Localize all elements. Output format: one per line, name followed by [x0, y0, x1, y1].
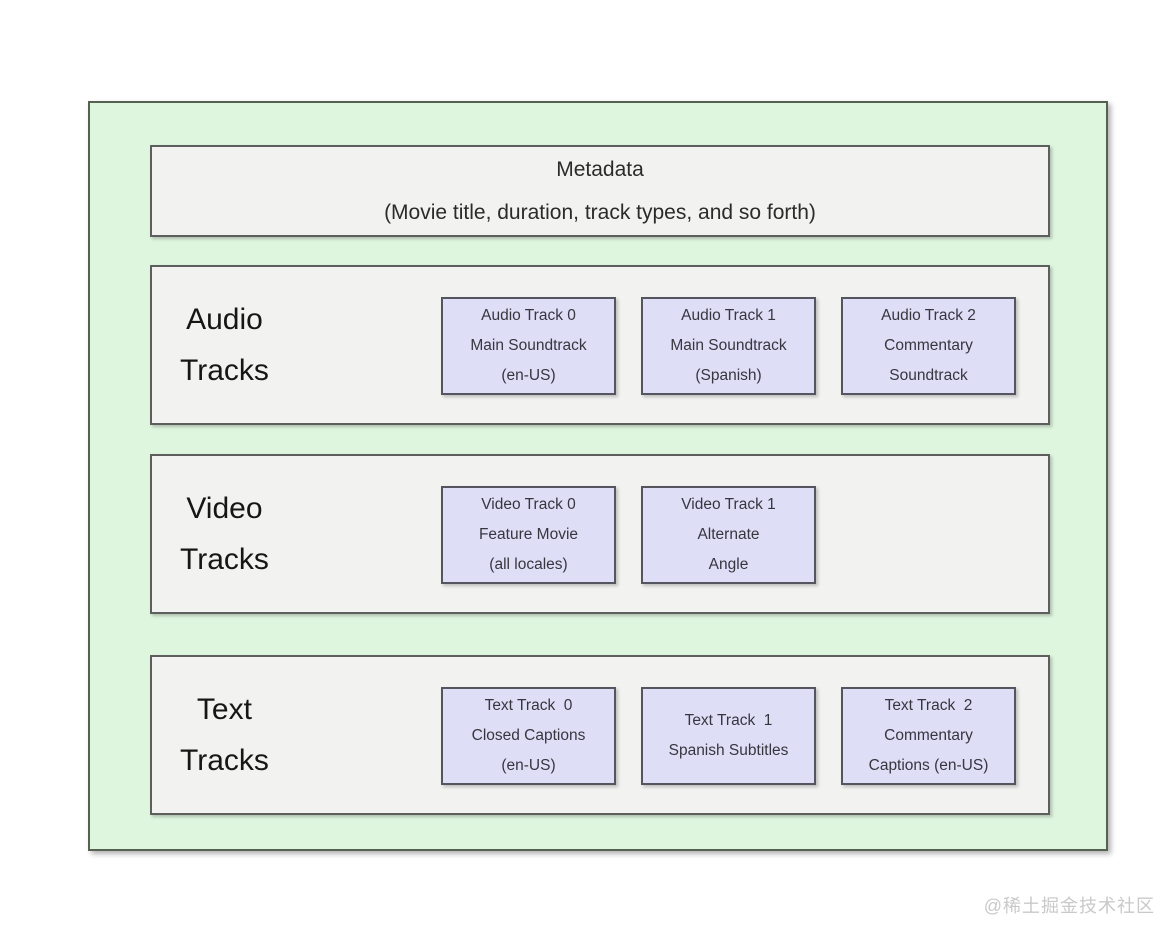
video-tracks-section: Video Tracks Video Track 0 Feature Movie…	[150, 454, 1050, 614]
text-track-2-box: Text Track 2 Commentary Captions (en-US)	[841, 687, 1016, 785]
audio-tracks-label: Audio Tracks	[180, 294, 269, 396]
metadata-subtitle: (Movie title, duration, track types, and…	[384, 201, 816, 224]
track-title: Audio Track 0	[481, 307, 576, 324]
track-title: Text Track 0	[484, 697, 573, 714]
track-description: Commentary	[884, 727, 973, 744]
audio-tracks-section: Audio Tracks Audio Track 0 Main Soundtra…	[150, 265, 1050, 425]
track-description: Spanish Subtitles	[668, 742, 789, 759]
text-tracks-label-line-1: Text	[196, 693, 252, 726]
track-locale: (en-US)	[501, 757, 556, 774]
text-tracks-section: Text Tracks Text Track 0 Closed Captions…	[150, 655, 1050, 815]
audio-tracks-label-line-1: Audio	[186, 303, 263, 336]
track-locale: (all locales)	[489, 556, 568, 573]
track-description: Main Soundtrack	[470, 337, 587, 354]
track-title: Audio Track 1	[681, 307, 776, 324]
video-tracks-label-line-2: Tracks	[180, 543, 269, 576]
watermark: @稀土掘金技术社区	[983, 896, 1155, 916]
track-description: Main Soundtrack	[670, 337, 787, 354]
track-description-2: Soundtrack	[889, 367, 968, 384]
audio-track-0-box: Audio Track 0 Main Soundtrack (en-US)	[441, 297, 616, 395]
video-track-0-box: Video Track 0 Feature Movie (all locales…	[441, 486, 616, 584]
track-locale: Captions (en-US)	[868, 757, 989, 774]
media-container-box: Metadata (Movie title, duration, track t…	[88, 101, 1108, 851]
track-description: Closed Captions	[471, 727, 586, 744]
track-description: Commentary	[884, 337, 973, 354]
track-title: Text Track 2	[884, 697, 973, 714]
video-track-1-box: Video Track 1 Alternate Angle	[641, 486, 816, 584]
text-track-row: Text Track 0 Closed Captions (en-US) Tex…	[441, 687, 1016, 785]
audio-track-1-box: Audio Track 1 Main Soundtrack (Spanish)	[641, 297, 816, 395]
text-tracks-label-line-2: Tracks	[180, 744, 269, 777]
metadata-box: Metadata (Movie title, duration, track t…	[150, 145, 1050, 237]
track-title: Audio Track 2	[881, 307, 976, 324]
text-tracks-label: Text Tracks	[180, 684, 269, 786]
track-locale: (Spanish)	[695, 367, 762, 384]
track-description: Alternate	[697, 526, 760, 543]
video-track-row: Video Track 0 Feature Movie (all locales…	[441, 486, 816, 584]
track-description: Feature Movie	[478, 526, 579, 543]
audio-track-2-box: Audio Track 2 Commentary Soundtrack	[841, 297, 1016, 395]
track-description-2: Angle	[708, 556, 749, 573]
metadata-title: Metadata	[556, 158, 644, 181]
track-title: Video Track 0	[481, 496, 576, 513]
text-track-0-box: Text Track 0 Closed Captions (en-US)	[441, 687, 616, 785]
video-tracks-label-line-1: Video	[186, 492, 263, 525]
track-title: Text Track 1	[684, 712, 773, 729]
audio-tracks-label-line-2: Tracks	[180, 354, 269, 387]
audio-track-row: Audio Track 0 Main Soundtrack (en-US) Au…	[441, 297, 1016, 395]
text-track-1-box: Text Track 1 Spanish Subtitles	[641, 687, 816, 785]
track-title: Video Track 1	[681, 496, 776, 513]
track-locale: (en-US)	[501, 367, 556, 384]
video-tracks-label: Video Tracks	[180, 483, 269, 585]
